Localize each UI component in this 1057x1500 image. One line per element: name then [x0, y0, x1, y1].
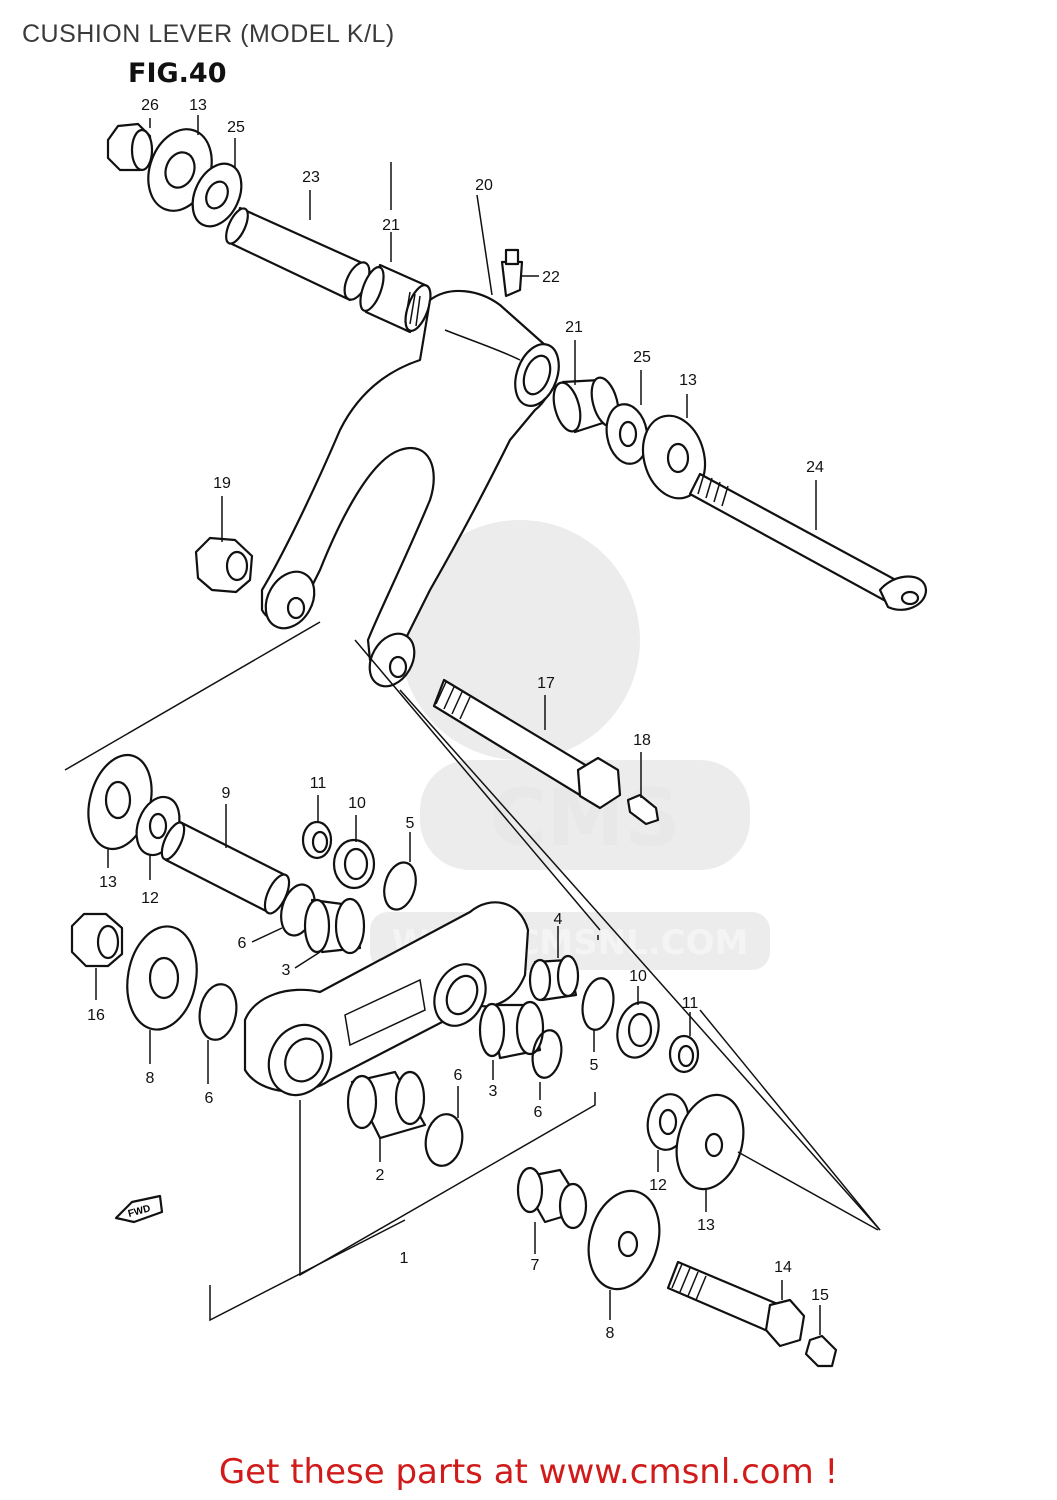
part-1-cushion-rod	[243, 901, 530, 1097]
figure-label: FIG.40	[128, 58, 226, 89]
part-18-grease-nipple	[626, 793, 660, 826]
part-3-bearing-upper	[303, 897, 366, 955]
part-13-washer-right	[641, 414, 707, 500]
callout-1: 1	[400, 1250, 409, 1267]
callout-12-left: 12	[141, 890, 159, 907]
callout-23: 23	[302, 169, 320, 186]
part-22-grease-nipple	[500, 248, 524, 298]
part-24-bolt	[688, 472, 928, 611]
part-10-bearing-top	[332, 838, 376, 890]
callout-3-lower: 3	[489, 1083, 498, 1100]
callout-15: 15	[811, 1287, 829, 1304]
callout-13-left: 13	[99, 874, 117, 891]
fwd-arrow-icon: FWD	[114, 1194, 164, 1224]
part-20-cushion-lever	[260, 289, 560, 688]
callout-2: 2	[376, 1167, 385, 1184]
callout-11-right: 11	[682, 995, 699, 1012]
part-4-bearing	[528, 954, 580, 1002]
callout-13-right: 13	[679, 372, 697, 389]
part-8-washer-lower	[587, 1189, 661, 1291]
part-8-washer-left	[126, 925, 198, 1031]
part-9-spacer	[160, 820, 291, 915]
callout-numbers: 26 13 25 23 20 21 22 21 25 13 24 19 17 1…	[87, 97, 829, 1342]
callout-6-left: 6	[205, 1090, 214, 1107]
callout-7: 7	[531, 1257, 540, 1274]
callout-22: 22	[542, 269, 560, 286]
callout-12-right: 12	[649, 1177, 667, 1194]
callout-8-left: 8	[146, 1070, 155, 1087]
part-16-nut	[70, 912, 124, 968]
callout-21-upper: 21	[382, 217, 400, 234]
part-11-seal-top	[301, 820, 333, 860]
part-5-circlip-top	[383, 861, 417, 911]
part-14-bolt	[666, 1260, 806, 1348]
part-23-spacer	[225, 206, 371, 302]
callout-18: 18	[633, 732, 651, 749]
part-6-circlip-left	[198, 983, 238, 1041]
part-2-bearing	[346, 1070, 427, 1140]
callout-9: 9	[222, 785, 231, 802]
part-15-grease-nipple	[804, 1334, 838, 1368]
part-7-spacer	[516, 1166, 588, 1230]
callout-10-top: 10	[348, 795, 366, 812]
callout-13-lower-right: 13	[697, 1217, 715, 1234]
callout-17: 17	[537, 675, 555, 692]
part-10-bearing-right	[616, 1001, 660, 1059]
callout-25-top: 25	[227, 119, 245, 136]
callout-8-lower: 8	[606, 1325, 615, 1342]
diagram-title: CUSHION LEVER (MODEL K/L)	[22, 20, 395, 48]
callout-6-lower: 6	[454, 1067, 463, 1084]
callout-4: 4	[554, 911, 563, 928]
part-3-bearing-lower	[478, 1000, 545, 1060]
part-25-washer-top	[191, 162, 243, 228]
part-5-circlip-right	[581, 977, 615, 1031]
callout-14: 14	[774, 1259, 792, 1276]
callout-6-upper: 6	[238, 935, 247, 952]
part-19-nut	[194, 536, 254, 594]
callout-5-top: 5	[406, 815, 415, 832]
leader-lines	[64, 115, 881, 1335]
callout-26: 26	[141, 97, 159, 114]
footer-link-text[interactable]: Get these parts at www.cmsnl.com !	[218, 1452, 839, 1492]
callout-5-right: 5	[590, 1057, 599, 1074]
callout-10-right: 10	[629, 968, 647, 985]
callout-20: 20	[475, 177, 493, 194]
callout-25-right: 25	[633, 349, 651, 366]
callout-6-center: 6	[534, 1104, 543, 1121]
callout-11-top: 11	[310, 775, 327, 792]
callout-16: 16	[87, 1007, 105, 1024]
part-21-bearing-upper	[359, 263, 432, 334]
watermark-badge	[420, 760, 750, 870]
part-6-circlip-lower	[424, 1113, 464, 1167]
part-21-bearing-right	[552, 376, 620, 434]
part-26-nut	[106, 122, 154, 172]
callout-21-right: 21	[565, 319, 583, 336]
callout-19: 19	[213, 475, 231, 492]
callout-24: 24	[806, 459, 824, 476]
part-13-washer-lower-right	[675, 1093, 745, 1191]
part-17-bolt	[432, 678, 622, 810]
part-6-circlip-center	[531, 1029, 563, 1079]
callout-3-upper: 3	[282, 962, 291, 979]
part-11-seal-right	[668, 1034, 700, 1074]
callout-13-top: 13	[189, 97, 207, 114]
